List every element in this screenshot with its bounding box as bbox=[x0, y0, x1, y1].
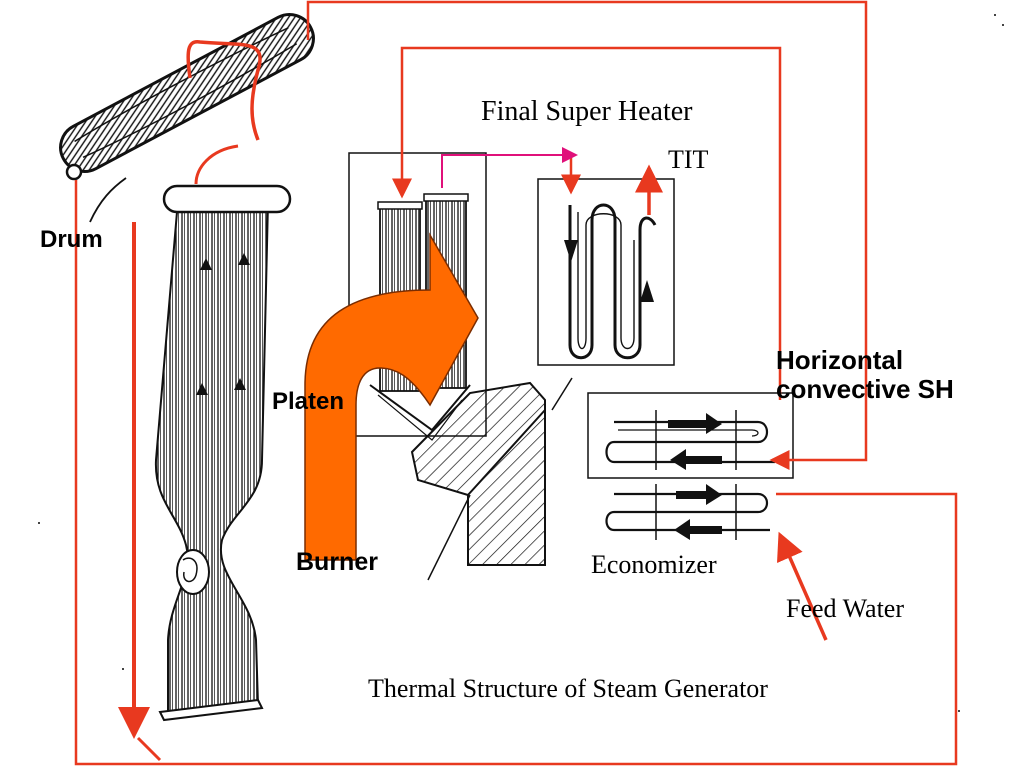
horizontal-convective-sh bbox=[587, 392, 794, 479]
final-super-heater-label: Final Super Heater bbox=[481, 96, 693, 127]
tit-label: TIT bbox=[668, 145, 709, 174]
burner-label: Burner bbox=[296, 548, 378, 576]
horizontal-convective-sh-label: Horizontal convective SH bbox=[776, 345, 954, 405]
feedwater-loop bbox=[74, 180, 958, 766]
diagram-title: Thermal Structure of Steam Generator bbox=[368, 674, 768, 703]
riser-return bbox=[136, 736, 162, 762]
final-superheater bbox=[537, 178, 675, 366]
feed-water-label: Feed Water bbox=[786, 594, 904, 623]
specks bbox=[38, 14, 1004, 712]
drum-outlet-loop bbox=[306, 0, 868, 470]
platen-label: Platen bbox=[272, 388, 345, 415]
drum bbox=[59, 13, 315, 223]
feed-water-arrow bbox=[777, 531, 828, 641]
flue-gas-arrow bbox=[304, 232, 479, 561]
drum-loop bbox=[186, 40, 262, 141]
furnace-nose bbox=[410, 377, 573, 581]
sh-to-platen-line bbox=[392, 46, 782, 400]
drum-label: Drum bbox=[40, 226, 103, 253]
riser-to-drum bbox=[194, 144, 239, 185]
flow-lines bbox=[74, 0, 958, 766]
platen-to-final-sh-link bbox=[441, 147, 578, 188]
economizer-label: Economizer bbox=[591, 550, 717, 579]
waterwall-tubes bbox=[154, 184, 292, 722]
economizer bbox=[605, 484, 770, 540]
